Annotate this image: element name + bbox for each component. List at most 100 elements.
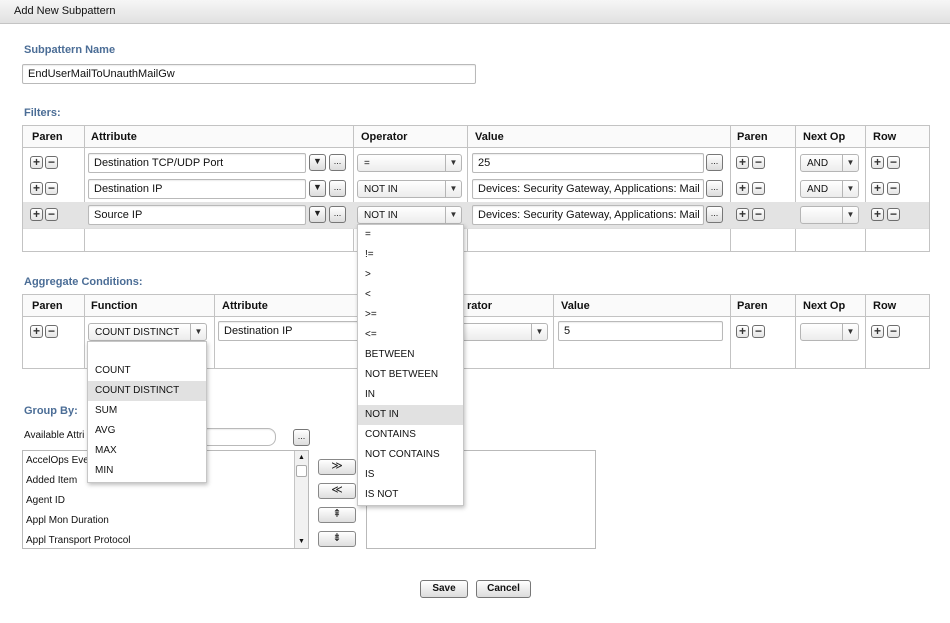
operator-option[interactable]: <= — [365, 329, 377, 340]
aggregate-function-select[interactable]: COUNT DISTINCT ▼ — [88, 323, 207, 341]
add-paren-plus-icon[interactable]: + — [736, 156, 749, 169]
filter-operator-select-open[interactable]: NOT IN ▼ — [357, 206, 462, 224]
dialog-title-bar: Add New Subpattern — [0, 0, 950, 24]
agg-col-value: Value — [561, 300, 590, 312]
operator-option[interactable]: IS NOT — [365, 489, 399, 500]
remove-row-minus-icon[interactable]: − — [887, 182, 900, 195]
remove-paren-minus-icon[interactable]: − — [752, 325, 765, 338]
add-row-plus-icon[interactable]: + — [871, 156, 884, 169]
operator-option[interactable]: IS — [365, 469, 375, 480]
operator-option[interactable]: NOT CONTAINS — [365, 449, 440, 460]
value-browse-ellipsis-icon[interactable]: ... — [706, 206, 723, 223]
col-value: Value — [475, 131, 504, 143]
remove-paren-minus-icon[interactable]: − — [752, 182, 765, 195]
col-operator: Operator — [361, 131, 408, 143]
value-browse-ellipsis-icon[interactable]: ... — [706, 180, 723, 197]
add-paren-plus-icon[interactable]: + — [736, 182, 749, 195]
attribute-browse-ellipsis-icon[interactable]: ... — [329, 180, 346, 197]
remove-row-minus-icon[interactable]: − — [887, 208, 900, 221]
filter-attribute-input[interactable]: Destination IP — [88, 179, 306, 199]
operator-option[interactable]: BETWEEN — [365, 349, 415, 360]
function-option[interactable]: MAX — [95, 445, 117, 456]
move-left-all-button[interactable]: ≪ — [318, 483, 356, 499]
available-attributes-browse-ellipsis-icon[interactable]: ... — [293, 429, 310, 446]
value-browse-ellipsis-icon[interactable]: ... — [706, 154, 723, 171]
attribute-dropdown-arrow-icon[interactable]: ▼ — [309, 180, 326, 197]
add-paren-plus-icon[interactable]: + — [30, 156, 43, 169]
attribute-browse-ellipsis-icon[interactable]: ... — [329, 154, 346, 171]
add-paren-plus-icon[interactable]: + — [30, 208, 43, 221]
move-down-button[interactable]: ⇟ — [318, 531, 356, 547]
operator-option[interactable]: = — [365, 229, 371, 240]
filter-operator-select[interactable]: NOT IN ▼ — [357, 180, 462, 198]
aggregate-next-op-select[interactable]: ▼ — [800, 323, 859, 341]
add-row-plus-icon[interactable]: + — [871, 182, 884, 195]
operator-option[interactable]: IN — [365, 389, 375, 400]
add-paren-plus-icon[interactable]: + — [736, 325, 749, 338]
function-option[interactable]: AVG — [95, 425, 116, 436]
add-paren-plus-icon[interactable]: + — [30, 182, 43, 195]
next-op-select[interactable]: AND ▼ — [800, 180, 859, 198]
attribute-browse-ellipsis-icon[interactable]: ... — [329, 206, 346, 223]
aggregate-operator-select[interactable]: ▼ — [458, 323, 548, 341]
group-by-label: Group By: — [24, 405, 78, 417]
filter-value-input[interactable]: Devices: Security Gateway, Applications:… — [472, 179, 704, 199]
scroll-up-icon[interactable]: ▲ — [298, 454, 305, 461]
scroll-down-icon[interactable]: ▼ — [298, 538, 305, 545]
save-button[interactable]: Save — [420, 580, 468, 598]
chevron-down-icon: ▼ — [445, 181, 461, 197]
next-op-select[interactable]: AND ▼ — [800, 154, 859, 172]
operator-option[interactable]: > — [365, 269, 371, 280]
function-option[interactable]: MIN — [95, 465, 114, 476]
add-row-plus-icon[interactable]: + — [871, 325, 884, 338]
list-item[interactable]: Appl Mon Duration — [26, 515, 109, 526]
operator-option[interactable]: < — [365, 289, 371, 300]
available-attributes-filter-input[interactable] — [200, 428, 276, 446]
function-option-selected[interactable]: COUNT DISTINCT — [88, 381, 206, 401]
operator-option[interactable]: >= — [365, 309, 377, 320]
add-paren-plus-icon[interactable]: + — [736, 208, 749, 221]
col-paren-close: Paren — [737, 131, 768, 143]
filter-value-input[interactable]: Devices: Security Gateway, Applications:… — [472, 205, 704, 225]
remove-paren-minus-icon[interactable]: − — [752, 156, 765, 169]
add-paren-plus-icon[interactable]: + — [30, 325, 43, 338]
function-option[interactable]: COUNT — [95, 365, 131, 376]
remove-paren-minus-icon[interactable]: − — [45, 208, 58, 221]
list-scrollbar[interactable]: ▲ ▼ — [294, 451, 308, 548]
operator-option[interactable]: NOT BETWEEN — [365, 369, 439, 380]
filter-value-input[interactable]: 25 — [472, 153, 704, 173]
remove-paren-minus-icon[interactable]: − — [45, 325, 58, 338]
attribute-dropdown-arrow-icon[interactable]: ▼ — [309, 154, 326, 171]
list-item[interactable]: Agent ID — [26, 495, 65, 506]
filter-operator-select[interactable]: = ▼ — [357, 154, 462, 172]
next-op-select[interactable]: ▼ — [800, 206, 859, 224]
scroll-thumb[interactable] — [296, 465, 307, 477]
operator-option[interactable]: != — [365, 249, 374, 260]
agg-col-row: Row — [873, 300, 897, 312]
subpattern-name-input[interactable]: EndUserMailToUnauthMailGw — [22, 64, 476, 84]
remove-row-minus-icon[interactable]: − — [887, 325, 900, 338]
remove-paren-minus-icon[interactable]: − — [45, 156, 58, 169]
agg-col-operator: rator — [467, 300, 493, 312]
chevron-down-icon: ▼ — [531, 324, 547, 340]
function-option[interactable]: SUM — [95, 405, 118, 416]
list-item[interactable]: AccelOps Eve — [26, 455, 89, 466]
move-up-button[interactable]: ⇞ — [318, 507, 356, 523]
remove-paren-minus-icon[interactable]: − — [752, 208, 765, 221]
operator-option-selected[interactable]: NOT IN — [358, 405, 463, 425]
cancel-button[interactable]: Cancel — [476, 580, 531, 598]
filter-attribute-input[interactable]: Destination TCP/UDP Port — [88, 153, 306, 173]
list-item[interactable]: Added Item — [26, 475, 78, 486]
remove-row-minus-icon[interactable]: − — [887, 156, 900, 169]
move-right-all-button[interactable]: ≫ — [318, 459, 356, 475]
attribute-dropdown-arrow-icon[interactable]: ▼ — [309, 206, 326, 223]
list-item[interactable]: Appl Transport Protocol — [26, 535, 131, 546]
add-row-plus-icon[interactable]: + — [871, 208, 884, 221]
operator-value: NOT IN — [364, 184, 398, 195]
aggregate-attribute-input[interactable]: Destination IP — [218, 321, 366, 341]
available-attributes-list[interactable]: AccelOps Eve Added Item Agent ID Appl Mo… — [22, 450, 309, 549]
remove-paren-minus-icon[interactable]: − — [45, 182, 58, 195]
filter-attribute-input[interactable]: Source IP — [88, 205, 306, 225]
operator-option[interactable]: CONTAINS — [365, 429, 416, 440]
aggregate-value-input[interactable]: 5 — [558, 321, 723, 341]
